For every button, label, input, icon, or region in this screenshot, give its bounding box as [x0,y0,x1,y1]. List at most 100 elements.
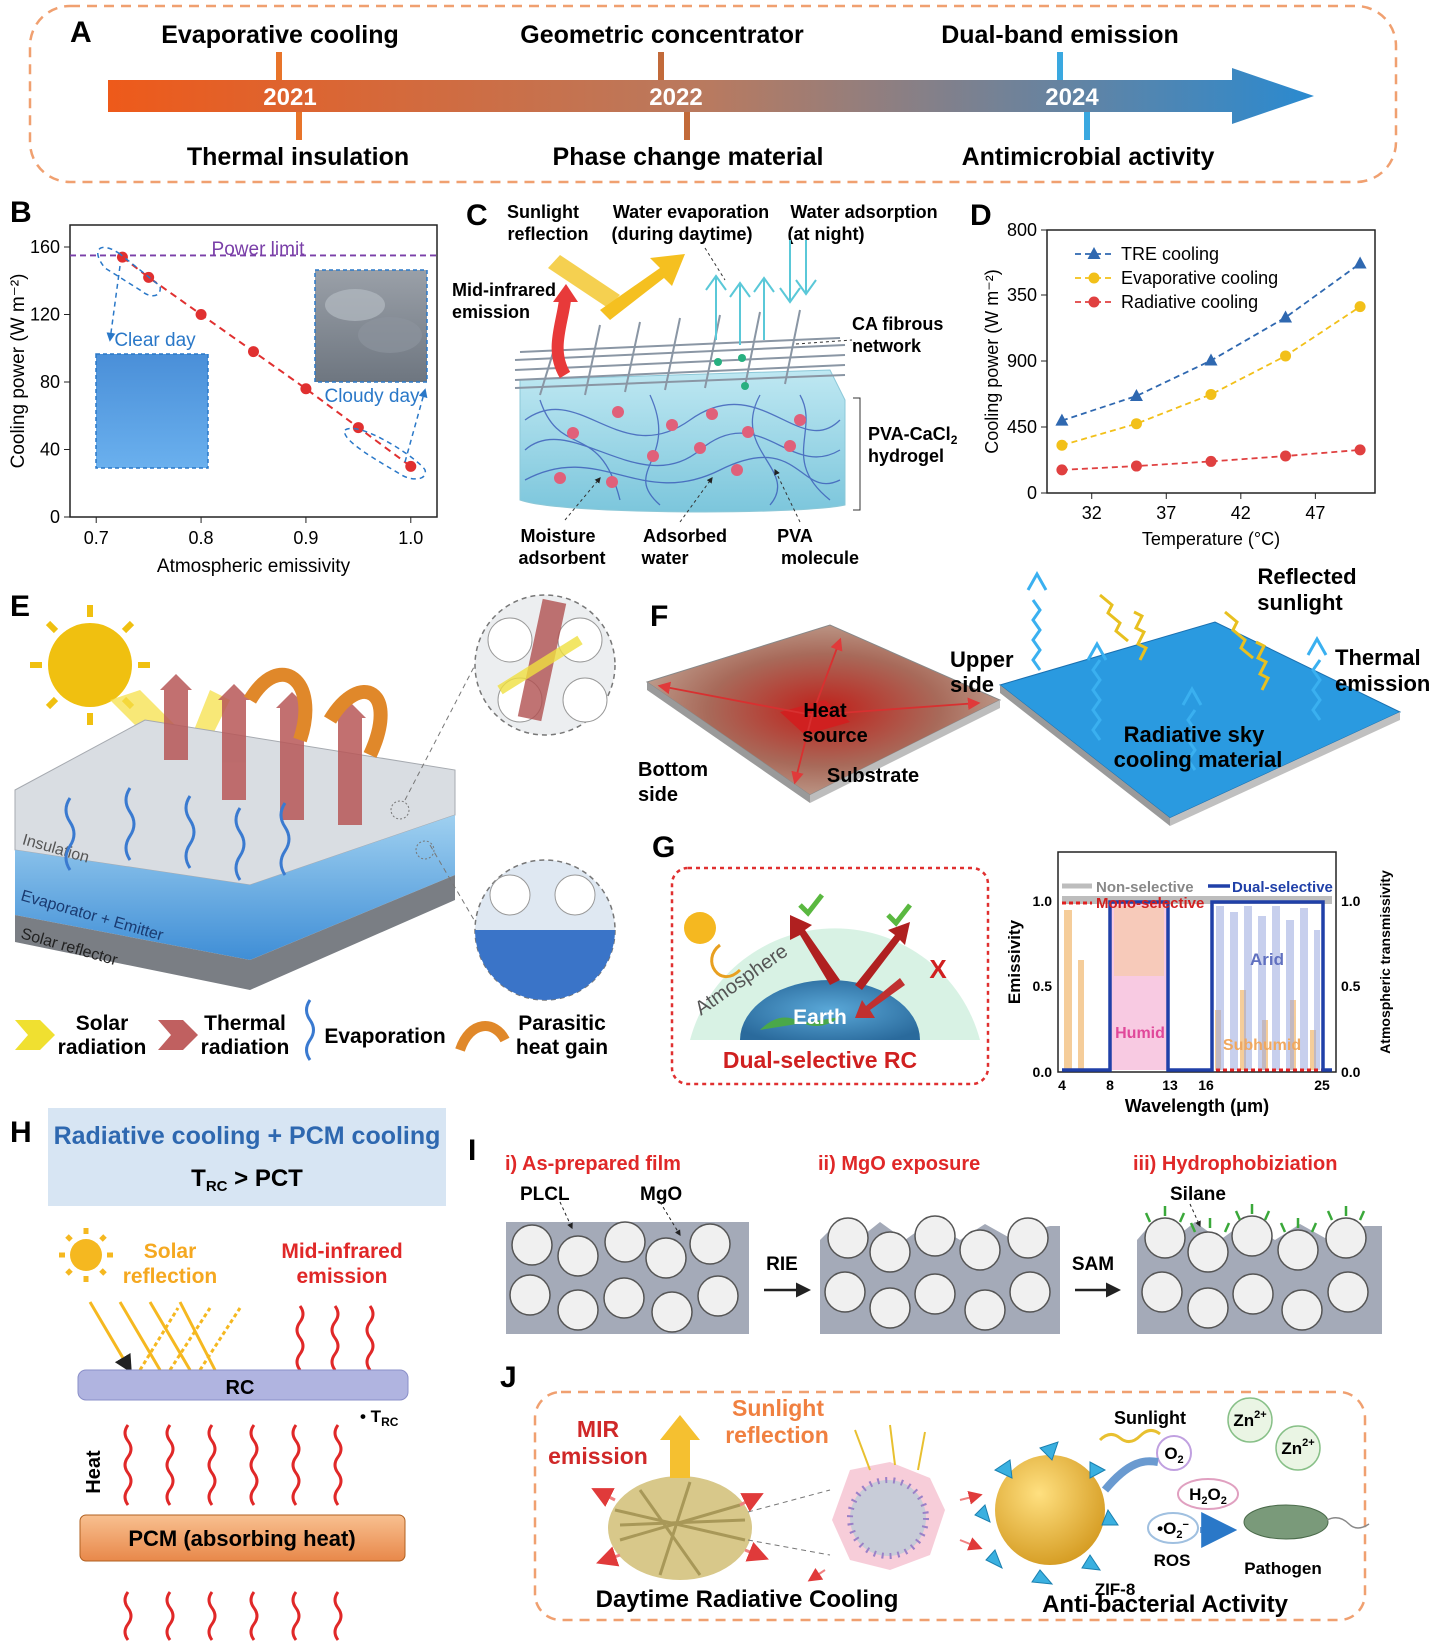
panel-letter-j: J [500,1361,517,1394]
emission-arrow-1 [790,915,840,985]
panel-letter-h: H [10,1116,32,1149]
legend-thermal-line1: Thermal [204,1012,286,1035]
humid-label: Humid [1115,1025,1165,1042]
chart-d-point [1130,418,1142,430]
legend-evaporation-icon [305,999,315,1061]
chart-d-point [1280,350,1292,362]
sunlight-j-label: Sunlight [1114,1408,1186,1428]
chart-d-point [1130,460,1142,472]
chart-b-ytick-label: 40 [40,440,60,460]
milestone-phase-change-material: Phase change material [553,143,824,171]
non-selective-line [1062,896,1332,904]
solar-reflection-line1: Solar [144,1240,197,1263]
daytime-radiative-cooling-label: Daytime Radiative Cooling [596,1586,899,1613]
heat-source-line1: Heat [803,700,847,722]
legend-thermal-line2: radiation [201,1036,290,1059]
year-2021: 2021 [263,84,316,111]
moisture-adsorbent-line2: adsorbent [518,548,605,568]
small-sun-icon [684,912,716,944]
legend-parasitic-line2: heat gain [516,1036,608,1059]
upper-side-line2: side [950,672,994,697]
chart-d-point [1205,388,1217,400]
sun-icon [30,605,150,725]
pcm-block [79,1514,406,1562]
ytick-0: 0.0 [1033,1064,1053,1080]
o2-label: O2 [1164,1444,1183,1466]
evaporation-arrows [705,240,817,345]
chart-d-xtick-label: 37 [1156,503,1176,523]
pva-cacl2-line1: PVA-CaCl2 [868,424,958,447]
chart-b-xlabel: Atmospheric emissivity [157,556,351,577]
xtick-25: 25 [1314,1077,1330,1093]
emission-arrow-2 [855,922,910,990]
upward-reflection-arrow [660,1415,700,1478]
pva-molecule-line2: molecule [781,548,859,568]
earth-label: Earth [793,1006,847,1029]
xtick-4: 4 [1058,1077,1066,1093]
rie-label: RIE [766,1254,798,1275]
chart-d-series-line [1061,305,1361,447]
rc-label: RC [226,1377,255,1399]
mir-arrows [591,1488,769,1567]
chart-d-point [1279,310,1293,323]
mid-infrared-h-line1: Mid-infrared [281,1240,402,1263]
panel-g: G X Atmosphere Earth Dual-selective RC [652,831,1393,1116]
chart-b-ytick-label: 0 [50,507,60,527]
chart-d-legend-marker [1088,272,1100,284]
rc-pcm-banner [48,1108,446,1206]
fiber-mat [608,1476,752,1580]
milestone-thermal-insulation: Thermal insulation [187,143,409,171]
rc-pcm-title: Radiative cooling + PCM cooling [54,1122,441,1150]
heat-source-line2: source [802,725,868,747]
hydrogel-block [519,369,846,513]
subhumid-label: Subhumid [1223,1037,1301,1054]
adsorbed-water-line1: Adsorbed [643,526,727,546]
reflected-sunlight-rays [1099,593,1271,691]
moisture-adsorbent-line1: Moisture [520,526,595,546]
pva-molecule-line1: PVA [777,526,813,546]
chart-d-xtick-label: 42 [1231,503,1251,523]
legend-dual-selective: Dual-selective [1232,879,1333,896]
legend-solar-icon [15,1020,55,1050]
rc-film [77,1369,409,1401]
chart-d-ytick-label: 900 [1007,351,1037,371]
sunlight-reflection-line1: Sunlight [507,202,579,222]
chart-d-point [1354,301,1366,313]
chart-b-xtick-label: 1.0 [398,528,423,548]
pathogen-bacterium [1243,1504,1329,1540]
legend-mono-selective: Mono-selective [1096,895,1204,912]
zinc-ion-1: Zn2+ [1233,1409,1266,1430]
sunlight-reflection-j-line2: reflection [725,1422,829,1448]
chart-d-point [1280,450,1292,462]
zif8-nanoparticle [995,1455,1105,1565]
mid-infrared-line1: Mid-infrared [452,280,556,300]
panel-e: E Insulation Evaporator + Emitter Solar … [10,590,616,1061]
legend-parasitic-icon [455,1021,510,1052]
chart-b-point [195,309,207,320]
hydrogel-label: hydrogel [868,446,944,466]
chart-d-xtick-label: 32 [1082,503,1102,523]
chart-b-frame [69,224,438,518]
solar-reflection-line2: reflection [123,1265,218,1288]
mir-emission-line1: MIR [577,1416,620,1442]
silane-chains [1144,1204,1366,1233]
chart-b-ytick-label: 120 [30,305,60,325]
clear-day-sky-image [95,353,209,469]
chart-d-point [1353,256,1367,269]
chart-d-ytick-label: 450 [1007,417,1037,437]
reflected-sunlight-line1: Reflected [1257,564,1356,589]
zinc-ion-2: Zn2+ [1281,1437,1314,1458]
step-hydrophobiziation: iii) Hydrophobiziation [1133,1153,1337,1175]
mid-infrared-rays [295,1305,375,1371]
timeline-arrow [108,68,1314,124]
mid-infrared-line2: emission [452,302,530,322]
cloudy-day-label: Cloudy day [324,386,420,407]
panel-i: I i) As-prepared film ii) MgO exposure i… [468,1134,1382,1334]
panel-letter-a: A [70,16,92,49]
chart-d-ylabel: Cooling power (W m⁻²) [982,269,1002,454]
zif8-label: ZIF-8 [1095,1580,1136,1599]
panel-h: H Radiative cooling + PCM cooling TRC > … [10,1108,446,1641]
panel-f: F Heat source Substrate Bottom side [638,564,1429,826]
